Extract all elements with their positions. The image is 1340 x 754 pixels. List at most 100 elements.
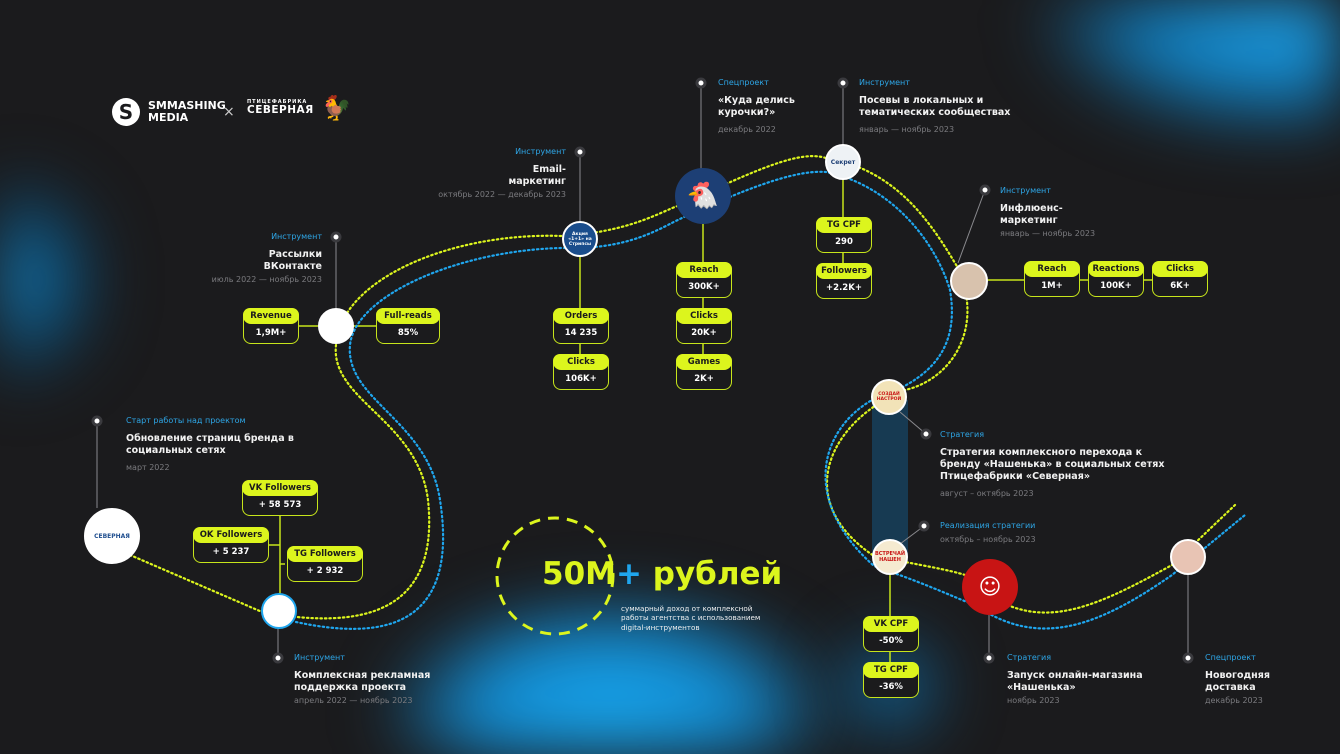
node-online-shop[interactable]: ☺ <box>962 559 1018 615</box>
label-connectors <box>96 83 1189 658</box>
node-chicken[interactable]: 🐔 <box>675 168 731 224</box>
metric-ok-followers: OK Followers+ 5 237 <box>193 527 269 563</box>
stage-date: апрель 2022 — ноябрь 2023 <box>294 695 413 705</box>
stage-category: Стратегия <box>940 430 985 439</box>
stage-strategy: Стратегия Стратегия комплексного переход… <box>940 430 1165 499</box>
metric-label: TG CPF <box>863 662 919 678</box>
girl-face-icon: ☺ <box>978 574 1002 600</box>
metric-chicken-reach: Reach 300K+ <box>676 262 732 298</box>
chicken-icon: 🐔 <box>686 181 720 211</box>
summary-amount: 50M+ рублей <box>542 556 782 592</box>
metric-value: 106K+ <box>565 374 597 384</box>
metric-email-clicks: Clicks 106K+ <box>553 354 609 390</box>
metric-label: Orders <box>553 308 609 324</box>
metric-tg-followers: TG Followers + 2 932 <box>287 546 363 582</box>
stage-date: январь — ноябрь 2023 <box>859 124 955 134</box>
node-strategy-text: СОЗДАЙ НАСТРОЙ <box>876 392 902 402</box>
stage-date: декабрь 2023 <box>1205 695 1263 705</box>
stage-chicken: Спецпроект «Куда делись курочки?» декабр… <box>718 78 808 135</box>
brand2-small: ПТИЦЕФАБРИКА <box>247 99 308 106</box>
metric-value: 290 <box>835 237 853 247</box>
stage-date: март 2022 <box>126 462 170 472</box>
stage-new-year: Спецпроект Новогодняя доставка декабрь 2… <box>1205 653 1275 706</box>
metric-value: 1M+ <box>1041 281 1063 291</box>
metric-label: TG Followers <box>287 546 363 562</box>
metric-value: + 58 573 <box>258 500 302 510</box>
stage-category: Спецпроект <box>718 78 769 87</box>
stage-title: Комплексная рекламная поддержка проекта <box>294 670 431 693</box>
stage-date: август – октябрь 2023 <box>940 488 1034 498</box>
summary-caption: суммарный доход от комплексной работы аг… <box>621 604 761 632</box>
metric-value: 300K+ <box>688 282 720 292</box>
stage-date: октябрь 2022 — декабрь 2023 <box>438 189 566 199</box>
node-severnaya-text: СЕВЕРНАЯ <box>94 532 130 540</box>
metric-value: -36% <box>879 682 903 692</box>
node-email-text: Акция «1+1» на Стрипсы <box>568 231 592 247</box>
stage-category: Инструмент <box>294 653 345 662</box>
metric-value: + 5 237 <box>212 547 250 557</box>
stage-title: Стратегия комплексного перехода к бренду… <box>940 447 1165 482</box>
metric-value: 100K+ <box>1100 281 1132 291</box>
stage-category: Инструмент <box>515 147 566 156</box>
stage-title: «Куда делись курочки?» <box>718 95 795 118</box>
brand2-big: СЕВЕРНАЯ <box>247 104 314 117</box>
metric-label: TG CPF <box>816 217 872 233</box>
stage-date: январь — ноябрь 2023 <box>1000 228 1096 238</box>
node-posevy-text: Секрет <box>830 158 856 166</box>
stage-category: Инструмент <box>1000 186 1051 195</box>
collab-x: × <box>223 104 235 120</box>
node-severnaya[interactable]: СЕВЕРНАЯ <box>84 508 140 564</box>
metric-label: Clicks <box>676 308 732 324</box>
metric-value: +2.2K+ <box>826 283 862 293</box>
metric-label: Revenue <box>243 308 299 324</box>
node-email[interactable]: Акция «1+1» на Стрипсы <box>562 221 598 257</box>
stage-category: Стратегия <box>1007 653 1052 662</box>
stage-title: Посевы в локальных и тематических сообще… <box>859 95 1011 118</box>
metric-label: Full-reads <box>376 308 440 324</box>
metric-value: -50% <box>879 636 903 646</box>
metric-orders: Orders 14 235 <box>553 308 609 344</box>
stage-category: Инструмент <box>271 232 322 241</box>
node-influencer[interactable] <box>950 262 988 300</box>
metric-value: 85% <box>397 328 419 338</box>
metric-label: Reach <box>676 262 732 278</box>
stage-title: Инфлюенс-маркетинг <box>1000 203 1063 226</box>
strategy-bar <box>872 400 908 556</box>
stage-date: декабрь 2022 <box>718 124 776 134</box>
smmashing-media-logo: S SMMASHING MEDIA <box>112 98 226 126</box>
timeline-blue-dotted <box>294 170 1247 630</box>
stage-category: Спецпроект <box>1205 653 1256 662</box>
metric-vk-followers: VK Followers + 58 573 <box>242 480 318 516</box>
node-realization[interactable]: ВСТРЕЧАЙ НАШЕН <box>872 539 908 575</box>
stage-ad-support: Инструмент Комплексная рекламная поддерж… <box>294 653 444 706</box>
metric-value: 2K+ <box>694 374 714 384</box>
node-posevy[interactable]: Секрет <box>825 144 861 180</box>
metric-followers-posevy: Followers +2.2K+ <box>816 263 872 299</box>
rooster-icon: 🐓 <box>321 94 352 122</box>
stage-title: Новогодняя доставка <box>1205 670 1270 693</box>
node-new-year-delivery[interactable] <box>1170 539 1206 575</box>
node-ad-support[interactable] <box>261 593 297 629</box>
metric-value: + 2 932 <box>306 566 344 576</box>
brand1-line2: MEDIA <box>148 111 189 124</box>
metric-label: Followers <box>816 263 872 279</box>
node-realization-text: ВСТРЕЧАЙ НАШЕН <box>874 551 906 563</box>
node-strategy[interactable]: СОЗДАЙ НАСТРОЙ <box>871 379 907 415</box>
stage-online-shop: Стратегия Запуск онлайн-магазина «Нашень… <box>1007 653 1147 706</box>
metric-value: 14 235 <box>564 328 598 338</box>
stage-date: ноябрь 2023 <box>1007 695 1060 705</box>
stage-title: Email-маркетинг <box>508 164 566 187</box>
metric-label: VK Followers <box>242 480 318 496</box>
metric-label: Clicks <box>553 354 609 370</box>
node-vk-newsletter[interactable] <box>318 308 354 344</box>
summary-currency: рублей <box>652 556 783 592</box>
stage-vk-newsletter: Инструмент Рассылки ВКонтакте июль 2022 … <box>200 232 322 285</box>
stage-title: Запуск онлайн-магазина «Нашенька» <box>1007 670 1143 693</box>
stage-realization: Реализация стратегии октябрь – ноябрь 20… <box>940 521 1080 545</box>
stage-category: Реализация стратегии <box>940 521 1036 530</box>
severnaya-logo: ПТИЦЕФАБРИКА СЕВЕРНАЯ 🐓 <box>247 96 352 120</box>
